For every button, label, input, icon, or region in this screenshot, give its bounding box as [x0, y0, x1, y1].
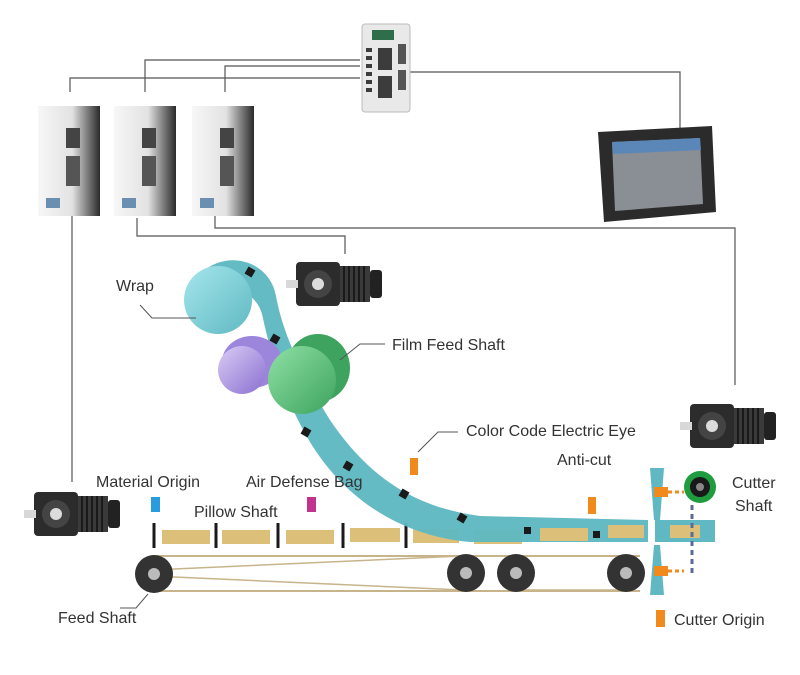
conveyor-roller [447, 554, 485, 592]
feed-roller-left [135, 555, 173, 593]
feed-shaft-label: Feed Shaft [58, 610, 137, 627]
servo-motor-icon [679, 403, 777, 449]
material-origin-label: Material Origin [96, 474, 200, 491]
air-defense-bag-sensor [307, 497, 316, 512]
purple-roller [218, 336, 282, 394]
wrap-label: Wrap [116, 278, 154, 295]
servo-motor-icon [23, 491, 121, 537]
cutter-origin-label: Cutter Origin [674, 612, 765, 629]
wrap-roller [184, 266, 252, 334]
color-code-eye-label: Color Code Electric Eye [466, 423, 636, 440]
film-feed-shaft-label: Film Feed Shaft [392, 337, 505, 354]
conveyor [135, 554, 645, 593]
film-feed-roller [268, 334, 350, 414]
material-origin-sensor [151, 497, 160, 512]
servo-motor-icon [285, 261, 383, 307]
conveyor-roller [607, 554, 645, 592]
pillow-shaft-pushers [152, 523, 408, 548]
color-code-eye-sensor [410, 458, 418, 475]
servo-drive-icon [192, 106, 254, 216]
servo-drive-icon [38, 106, 100, 216]
wiring [69, 59, 736, 482]
touch-screen-hmi-icon [598, 126, 716, 222]
anti-cut-label: Anti-cut [557, 452, 612, 469]
pillow-shaft-label: Pillow Shaft [194, 504, 278, 521]
cutter-origin-sensor [656, 610, 665, 627]
cutter-shaft-label-line1: Cutter [732, 475, 776, 492]
sensors [151, 458, 665, 627]
anti-cut-sensor [588, 497, 596, 514]
cutter-shaft-roller [684, 471, 716, 503]
servo-drive-icon [114, 106, 176, 216]
air-defense-bag-label: Air Defense Bag [246, 474, 363, 491]
cutter-shaft-label-line2: Shaft [735, 498, 773, 515]
cutter [650, 468, 716, 595]
conveyor-roller [497, 554, 535, 592]
plc-controller-icon [361, 23, 411, 113]
leader-lines [120, 304, 458, 609]
